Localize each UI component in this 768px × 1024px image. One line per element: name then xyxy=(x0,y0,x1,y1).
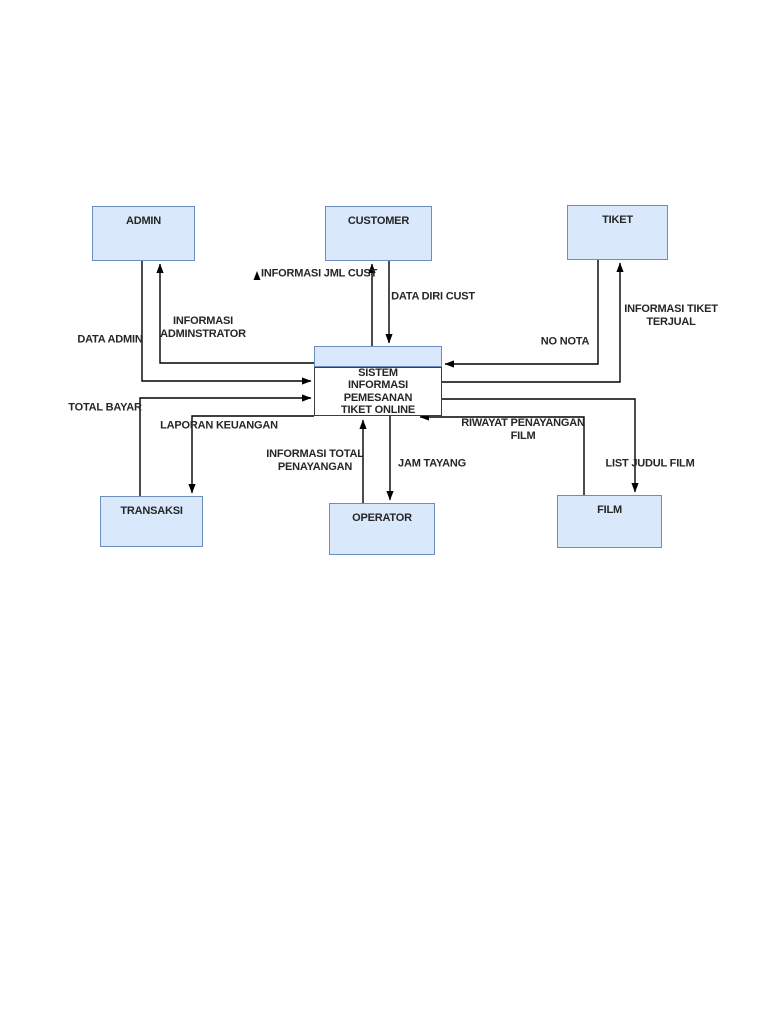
flow-label-jam-tayang: JAM TAYANG xyxy=(398,457,466,470)
flow-label-no-nota: NO NOTA xyxy=(540,335,590,348)
flow-label-informasi-tiket-terjual: INFORMASI TIKET TERJUAL xyxy=(624,303,718,328)
entity-film: FILM xyxy=(557,495,662,548)
entity-admin: ADMIN xyxy=(92,206,195,261)
flow-label-informasi-total-penayangan: INFORMASI TOTAL PENAYANGAN xyxy=(266,448,364,473)
entity-customer: CUSTOMER xyxy=(325,206,432,261)
entity-film-label: FILM xyxy=(597,504,622,516)
flow-no-nota-arrow xyxy=(444,260,599,368)
entity-operator: OPERATOR xyxy=(329,503,435,555)
flow-laporan-keuangan-arrow xyxy=(188,415,314,494)
flow-label-data-diri-cust: DATA DIRI CUST xyxy=(391,290,475,303)
flow-label-list-judul-film: LIST JUDUL FILM xyxy=(605,457,695,470)
flow-total-bayar-arrow xyxy=(139,394,312,496)
entity-tiket: TIKET xyxy=(567,205,668,260)
flow-label-informasi-jml-cust: INFORMASI JML CUST xyxy=(261,267,377,280)
flow-informasi-tiket-terjual-arrow xyxy=(442,262,624,383)
entity-operator-label: OPERATOR xyxy=(352,512,412,524)
entity-transaksi-label: TRANSAKSI xyxy=(120,505,183,517)
entity-tiket-label: TIKET xyxy=(602,214,633,226)
entity-customer-label: CUSTOMER xyxy=(347,215,410,227)
process-sistem-informasi: SISTEM INFORMASI PEMESANAN TIKET ONLINE xyxy=(314,346,442,416)
flow-list-judul-film-arrow xyxy=(442,398,639,493)
flow-label-riwayat-penayangan-film: RIWAYAT PENAYANGAN FILM xyxy=(461,417,585,442)
process-title: SISTEM INFORMASI PEMESANAN TIKET ONLINE xyxy=(341,366,415,416)
flow-label-laporan-keuangan: LAPORAN KEUANGAN xyxy=(160,419,278,432)
entity-admin-label: ADMIN xyxy=(125,215,162,227)
entity-transaksi: TRANSAKSI xyxy=(100,496,203,547)
flow-label-informasi-adminstrator: INFORMASI ADMINSTRATOR xyxy=(160,315,246,340)
flow-label-data-admin: DATA ADMIN xyxy=(77,333,143,346)
flow-informasi-adminstrator-arrow xyxy=(156,263,314,364)
process-title-bar xyxy=(314,346,442,367)
stray-arrowhead-icon xyxy=(253,271,261,280)
flow-data-admin-arrow xyxy=(141,261,312,385)
flow-label-total-bayar: TOTAL BAYAR xyxy=(68,401,142,414)
flow-riwayat-penayangan-film-arrow xyxy=(419,413,585,495)
process-box-body: SISTEM INFORMASI PEMESANAN TIKET ONLINE xyxy=(314,367,442,416)
